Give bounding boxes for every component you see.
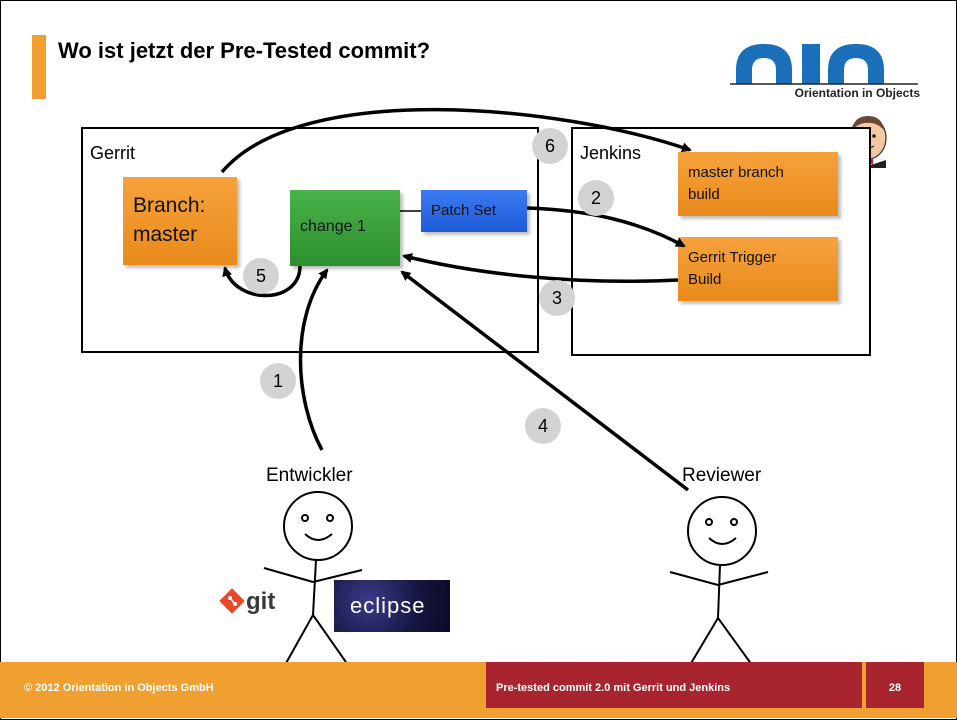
footer-page-panel: 28 <box>866 662 924 708</box>
master-build-line1: master branch <box>688 164 784 181</box>
reviewer-label: Reviewer <box>682 465 762 486</box>
arrow-2 <box>526 206 686 248</box>
branch-label-line2: master <box>133 223 198 246</box>
master-branch-build-box: master branch build <box>678 152 838 216</box>
footer-talk-title-panel: Pre-tested commit 2.0 mit Gerrit und Jen… <box>486 662 862 708</box>
developer-label: Entwickler <box>266 465 353 486</box>
git-logo-icon <box>219 588 245 614</box>
git-logo-text: git <box>246 588 276 615</box>
patch-set-box: Patch Set <box>421 190 527 232</box>
step-1-badge: 1 <box>260 363 296 399</box>
eclipse-logo: eclipse <box>334 580 450 632</box>
change-1-box: change 1 <box>290 190 400 266</box>
slide-title: Wo ist jetzt der Pre-Tested commit? <box>58 38 431 63</box>
arrow-3 <box>402 253 679 284</box>
title-accent-bar <box>32 35 46 99</box>
arrow-6 <box>220 107 692 174</box>
trigger-build-line1: Gerrit Trigger <box>688 249 777 266</box>
gerrit-trigger-build-box: Gerrit Trigger Build <box>678 237 838 301</box>
oio-logo: Orientation in Objects <box>728 40 920 102</box>
footer-talk-title: Pre-tested commit 2.0 mit Gerrit und Jen… <box>496 682 731 694</box>
arrow-1 <box>298 268 329 451</box>
step-2-badge: 2 <box>578 180 614 216</box>
step-4-badge: 4 <box>525 408 561 444</box>
step-5-badge: 5 <box>243 258 279 294</box>
step-3-badge: 3 <box>539 280 575 316</box>
branch-label-line1: Branch: <box>133 194 206 217</box>
branch-master-box: Branch: master <box>123 177 237 265</box>
change-label: change 1 <box>300 218 366 235</box>
arrow-5 <box>222 265 302 298</box>
step-6-badge: 6 <box>532 128 568 164</box>
slide-footer: © 2012 Orientation in Objects GmbH Pre-t… <box>0 662 957 718</box>
master-build-line2: build <box>688 186 720 203</box>
jenkins-label: Jenkins <box>580 143 642 163</box>
footer-copyright: © 2012 Orientation in Objects GmbH <box>24 682 214 694</box>
oio-logo-mark <box>730 44 918 85</box>
logo-caption: Orientation in Objects <box>794 86 920 100</box>
page-number: 28 <box>888 682 902 694</box>
arrow-4 <box>400 270 690 492</box>
developer-figure <box>263 491 363 666</box>
reviewer-figure <box>669 496 769 666</box>
eclipse-logo-text: eclipse <box>350 593 426 618</box>
trigger-build-line2: Build <box>688 271 722 288</box>
gerrit-label: Gerrit <box>90 143 135 163</box>
patch-set-label: Patch Set <box>431 202 497 219</box>
